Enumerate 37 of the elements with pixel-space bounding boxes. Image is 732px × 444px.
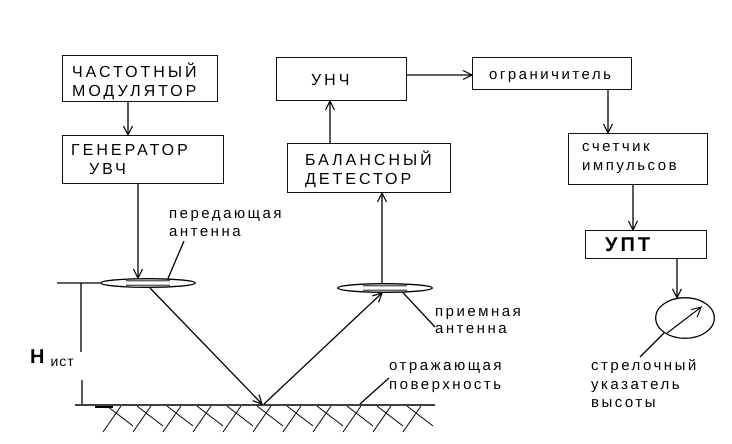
arrow <box>122 102 134 136</box>
leader-line <box>167 240 185 279</box>
dial-gauge <box>655 297 715 339</box>
leader-line <box>402 292 436 328</box>
process-box <box>62 135 224 184</box>
block-label: УПТ <box>605 234 654 256</box>
leader-line <box>640 332 664 358</box>
block-label: ГЕНЕРАТОР УВЧ <box>71 141 192 179</box>
callout-text: передающая антенна <box>169 205 285 241</box>
process-box <box>585 230 707 259</box>
process-box <box>276 57 407 101</box>
block-label: УНЧ <box>311 71 354 90</box>
block-label: БАЛАНСНЫЙ ДЕТЕСТОР <box>305 151 436 189</box>
arrow <box>628 185 638 231</box>
process-box <box>62 55 218 102</box>
process-box <box>287 143 451 193</box>
arrow <box>407 70 473 80</box>
arrow <box>132 184 144 279</box>
callout-text: приемная антенна <box>435 303 525 337</box>
process-box <box>568 133 708 185</box>
callout-text: стрелочный указатель высоты <box>591 357 700 412</box>
process-box <box>472 57 632 90</box>
callout-text: отражающая поверхность <box>389 356 505 394</box>
arrow <box>672 259 682 298</box>
arrow <box>602 90 614 134</box>
antenna-symbol <box>337 283 433 293</box>
block-label: ограничитель <box>489 65 614 84</box>
hatched-ground <box>75 404 435 434</box>
block-label: счетчик импульсов <box>582 137 680 175</box>
arrow <box>150 288 263 405</box>
arrow <box>264 292 383 404</box>
block-label: ЧАСТОТНЫЙ МОДУЛЯТОР <box>72 63 200 101</box>
antenna-symbol <box>100 278 196 288</box>
arrow <box>324 100 336 143</box>
dimension-label: H$_{ист}$ <box>30 346 75 371</box>
arrow <box>376 192 388 283</box>
leader-line <box>360 378 390 404</box>
